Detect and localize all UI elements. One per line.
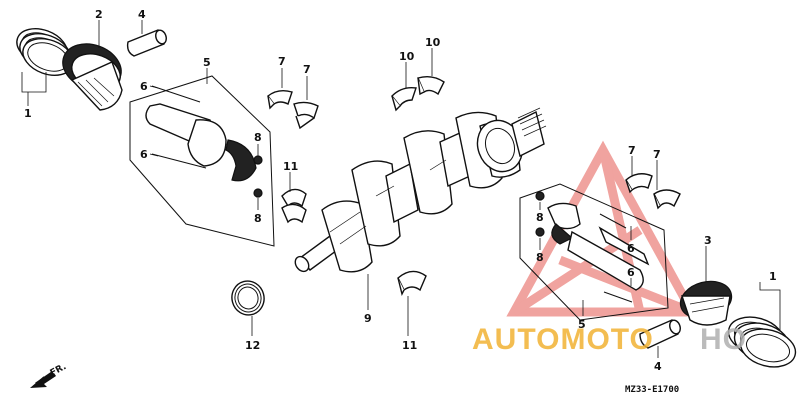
piston-right xyxy=(679,280,733,326)
bearings-10 xyxy=(391,75,445,112)
callout-2: 2 xyxy=(95,8,103,21)
callout-4-right: 4 xyxy=(654,360,662,373)
callout-7-c: 7 xyxy=(628,144,636,157)
oil-seal xyxy=(231,280,265,316)
callout-3: 3 xyxy=(704,234,712,247)
watermark-text: AUTOMOTO HO xyxy=(472,323,747,356)
watermark-text-2: HO xyxy=(700,323,747,356)
crankshaft xyxy=(294,107,547,273)
thrust-washer-11-left xyxy=(281,188,307,224)
callout-7-b: 7 xyxy=(303,63,311,76)
callout-12: 12 xyxy=(245,339,260,352)
thrust-washer-11-bottom xyxy=(397,270,427,297)
callout-7-d: 7 xyxy=(653,148,661,161)
figure-code: MZ33-E1700 xyxy=(625,385,679,395)
callout-6-upper-left: 6 xyxy=(140,80,148,93)
conrod-bolts-right xyxy=(535,191,633,303)
callout-4-left: 4 xyxy=(138,8,146,21)
callout-10-a: 10 xyxy=(399,50,415,63)
piston-pin-right xyxy=(639,319,681,349)
callout-6-upper-right: 6 xyxy=(627,242,635,255)
front-direction-indicator: FR. xyxy=(30,362,68,388)
callout-1-left: 1 xyxy=(24,107,32,120)
callout-6-lower-right: 6 xyxy=(627,266,635,279)
callout-10-b: 10 xyxy=(425,36,441,49)
callout-8-upper-right: 8 xyxy=(536,211,544,224)
callout-5-right: 5 xyxy=(578,318,586,331)
callout-6-lower-left: 6 xyxy=(140,148,148,161)
piston-rings-left xyxy=(16,28,74,76)
front-arrow-icon xyxy=(30,371,56,388)
callout-5-left: 5 xyxy=(203,56,211,69)
callout-11-upper: 11 xyxy=(283,160,298,173)
front-label: FR. xyxy=(49,362,68,379)
main-bearings-7-right xyxy=(625,173,681,210)
main-bearings-7-left xyxy=(267,89,319,130)
callout-9: 9 xyxy=(364,312,372,325)
conrod-group-right xyxy=(519,183,669,321)
callout-8-upper-left: 8 xyxy=(254,131,262,144)
watermark-text-1: AUTOMOTO xyxy=(472,323,654,356)
piston-pin-left xyxy=(126,29,167,57)
piston-rings-right xyxy=(727,316,797,368)
callout-11-lower: 11 xyxy=(402,339,417,352)
piston-left xyxy=(62,43,123,111)
callout-8-lower-right: 8 xyxy=(536,251,544,264)
conrod-bolts-left xyxy=(151,85,263,198)
callout-1-right: 1 xyxy=(769,270,777,283)
callout-8-lower-left: 8 xyxy=(254,212,262,225)
callouts: 1 2 4 5 6 6 8 8 7 7 10 10 11 9 11 12 7 7… xyxy=(24,8,777,373)
leader-lines xyxy=(21,20,781,358)
conrod-group-left xyxy=(129,75,275,247)
callout-7-a: 7 xyxy=(278,55,286,68)
